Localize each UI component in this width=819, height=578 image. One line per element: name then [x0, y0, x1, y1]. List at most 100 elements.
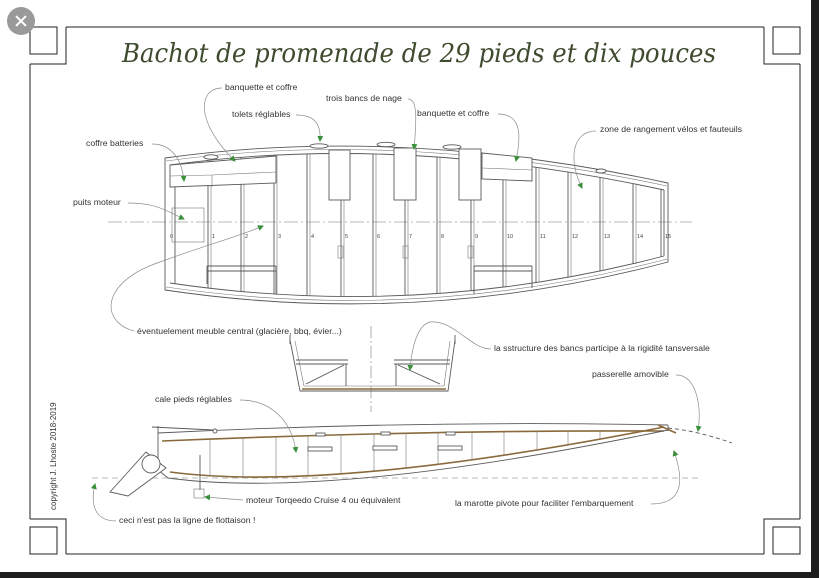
rowlock-4: [442, 144, 462, 150]
label-structure-bancs: la sstructure des bancs participe à la r…: [494, 343, 710, 353]
stern-banquette: [169, 155, 277, 188]
frame-notch-top-left: [30, 27, 67, 65]
label-flottaison: ceci n'est pas la ligne de flottaison !: [119, 515, 255, 525]
frame-number-2: 2: [245, 234, 248, 240]
side-bottom-outer: [167, 429, 669, 484]
bench-post-1: [337, 245, 344, 259]
frame-number-15: 15: [665, 234, 671, 240]
corner-square-top-right: [772, 26, 801, 55]
drawing-title: Bachot de promenade de 29 pieds et dix p…: [121, 39, 716, 69]
leader-puits-moteur: [127, 202, 185, 220]
leader-banquette-arriere: [204, 87, 236, 162]
frame-number-4: 4: [311, 234, 314, 240]
section-benches: [296, 359, 450, 365]
rowlock-3: [376, 141, 396, 148]
side-rowlock-3: [445, 431, 456, 436]
section-bench-posts: [345, 364, 397, 386]
label-passerelle: passerelle amovible: [592, 369, 669, 379]
label-banquette-coffre-avant: banquette et coffre: [417, 108, 489, 118]
label-zone-rangement: zone de rangement vélos et fauteuils: [600, 124, 743, 134]
outboard-motor-pod: [141, 454, 161, 474]
leader-passerelle: [675, 374, 702, 432]
side-bench-2: [372, 445, 398, 451]
corner-square-bottom-right: [772, 526, 801, 555]
stern-rod: [151, 426, 214, 431]
frame-notch-top-right: [763, 27, 800, 65]
rowing-bench-3: [458, 148, 482, 201]
frame-number-12: 12: [572, 234, 578, 240]
frame-number-13: 13: [604, 234, 610, 240]
callout-labels: banquette et coffre trois bancs de nage …: [73, 82, 743, 525]
label-cale-pieds: cale pieds réglables: [155, 394, 232, 404]
removable-gangway: [667, 427, 733, 444]
rowing-bench-1: [328, 149, 351, 201]
rowing-bench-2: [393, 147, 417, 201]
frame-number-1: 1: [212, 234, 215, 240]
frame-number-11: 11: [540, 234, 546, 240]
side-sheer-outer: [157, 423, 669, 434]
leader-marotte: [650, 450, 681, 505]
corner-square-bottom-left: [29, 526, 58, 555]
leader-banquette-avant: [497, 113, 520, 162]
rowlock-1: [203, 154, 219, 160]
leader-trois-bancs: [407, 98, 418, 150]
close-button[interactable]: [7, 7, 35, 35]
frame-notch-bottom-right: [763, 518, 800, 554]
section-bench-braces: [305, 364, 441, 385]
side-bench-1: [307, 446, 333, 452]
rowlock-5: [595, 168, 607, 174]
side-view: [92, 423, 733, 499]
bench-post-3: [467, 245, 474, 259]
label-coffre-batteries: coffre batteries: [86, 138, 144, 148]
label-tolets: tolets réglables: [232, 109, 291, 119]
frame-number-8: 8: [441, 234, 444, 240]
side-rowlock-1: [315, 432, 326, 437]
copyright-text: copyright J. Lhoste 2018-2019: [49, 402, 58, 510]
corner-square-top-left: [29, 26, 58, 55]
plan-inner-bottom: [169, 255, 665, 297]
label-marotte: la marotte pivote pour faciliter l'embar…: [455, 498, 634, 508]
frame-number-14: 14: [637, 234, 643, 240]
section-hull-inner: [294, 340, 451, 387]
motor-well: [171, 207, 205, 243]
side-rowlock-2: [380, 431, 391, 436]
sheet-frame: [29, 26, 801, 555]
rowlock-2: [309, 143, 329, 149]
label-moteur: moteur Torqeedo Cruise 4 ou équivalent: [246, 495, 401, 505]
frame-number-10: 10: [507, 234, 513, 240]
section-view: [289, 326, 456, 412]
label-meuble-central: éventuelement meuble central (glacière, …: [137, 326, 342, 336]
frame-number-0: 0: [170, 234, 173, 240]
frame-notch-bottom-left: [30, 518, 67, 554]
marotte-piece: [657, 424, 677, 434]
side-frames: [209, 430, 634, 477]
section-hull-outer: [289, 339, 456, 392]
motor-mount-base: [193, 488, 205, 499]
frame-number-3: 3: [278, 234, 281, 240]
leader-tolets: [295, 114, 324, 142]
side-bottom-inner: [169, 426, 665, 478]
label-trois-bancs: trois bancs de nage: [326, 93, 402, 103]
section-gunwale-stubs: [289, 335, 456, 344]
leader-coffre-batteries: [151, 143, 187, 182]
callout-leaders: [90, 87, 702, 522]
label-banquette-coffre-arriere: banquette et coffre: [225, 82, 297, 92]
leader-structure-bancs: [407, 321, 492, 371]
bow-banquette: [481, 152, 533, 182]
frame-number-9: 9: [475, 234, 478, 240]
label-puits-moteur: puits moteur: [73, 197, 121, 207]
side-bench-3: [437, 445, 463, 451]
floor-bench-stern: [206, 265, 277, 294]
frame-number-6: 6: [377, 234, 380, 240]
bow-banquette-lid: [481, 167, 533, 171]
leader-cale-pieds: [239, 399, 299, 453]
leader-zone-rangement: [573, 130, 597, 189]
leader-moteur: [204, 494, 244, 501]
frame-number-7: 7: [409, 234, 412, 240]
battery-box: [169, 171, 277, 187]
viewer-edge-right: [811, 0, 819, 578]
floor-bench-bow: [473, 265, 533, 294]
frame-number-5: 5: [345, 234, 348, 240]
